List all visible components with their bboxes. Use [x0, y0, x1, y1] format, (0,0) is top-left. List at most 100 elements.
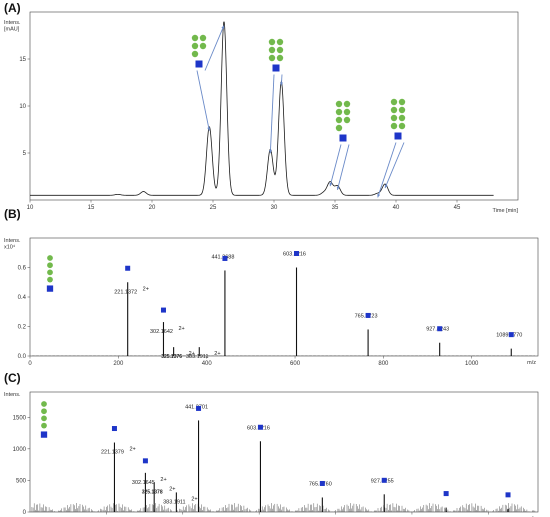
glycan-man7 — [335, 100, 351, 142]
peak-label: 221.1379 — [101, 450, 124, 456]
annotation-arrow — [384, 142, 405, 189]
mannose-residue — [276, 46, 284, 54]
glycan-intact — [40, 401, 48, 438]
glcnac-residue — [40, 431, 48, 438]
peak-label: 325.1376 — [161, 354, 182, 360]
annotation-arrow — [329, 144, 342, 187]
x-axis-label: m/z — [527, 360, 536, 366]
mannose-residue — [276, 54, 284, 62]
peak-label: 302.1642 — [150, 329, 173, 335]
mannose-residue — [343, 108, 351, 116]
x-tick-label: 35 — [332, 205, 339, 211]
panel-letter: (B) — [4, 207, 21, 221]
x-tick-label: 0 — [28, 361, 32, 367]
mannose-residue — [191, 50, 199, 58]
mannose-residue — [335, 124, 343, 132]
glcnac-residue — [394, 132, 402, 140]
glcnac-residue — [195, 60, 203, 68]
charge-label: 2+ — [189, 351, 195, 357]
glcnac-residue — [508, 332, 514, 338]
x-tick-label: 400 — [202, 361, 213, 367]
mannose-residue — [41, 408, 47, 415]
annotation-arrow — [204, 25, 225, 71]
annotation-arrow — [196, 70, 210, 131]
glcnac-residue — [339, 134, 347, 142]
glcnac-residue — [257, 424, 263, 430]
y-tick-label: 1000 — [13, 447, 27, 453]
peak-glycan-icon — [196, 405, 202, 411]
mannose-residue — [47, 262, 53, 269]
peak-label: 221.1372 — [114, 289, 137, 295]
peak-glycan-icon — [111, 426, 117, 432]
annotation-arrow — [337, 144, 350, 191]
mannose-residue — [343, 116, 351, 124]
mannose-residue — [41, 401, 47, 407]
glcnac-residue — [142, 458, 148, 464]
glcnac-residue — [294, 251, 300, 256]
mannose-residue — [199, 34, 207, 42]
mannose-residue — [398, 98, 406, 106]
x-tick-label: 15 — [88, 205, 95, 211]
mannose-residue — [390, 114, 398, 122]
panel-c: (C)Intens.m/z200400600800100012000500100… — [4, 371, 539, 517]
peak-glycan-icon — [319, 480, 325, 486]
x-tick-label: 40 — [393, 205, 400, 211]
mannose-residue — [390, 98, 398, 106]
x-tick-label: 10 — [27, 205, 34, 211]
peak-glycan-icon — [381, 477, 387, 483]
y-tick-label: 0 — [23, 510, 27, 516]
x-tick-label: 25 — [210, 205, 217, 211]
peak-glycan-icon — [160, 307, 166, 313]
mannose-residue — [47, 276, 53, 283]
mannose-residue — [268, 38, 276, 46]
annotation-arrow-head — [207, 127, 211, 131]
mannose-residue — [47, 255, 53, 261]
glcnac-residue — [272, 64, 280, 72]
peak-glycan-icon — [142, 458, 148, 464]
y-axis-label: Intens. — [4, 238, 21, 244]
charge-label: 2+ — [191, 496, 197, 502]
peak-glycan-icon — [508, 332, 514, 338]
glcnac-residue — [319, 480, 325, 486]
mannose-residue — [191, 42, 199, 50]
annotation-arrow-head — [279, 82, 284, 86]
peak-label: 302.1645 — [132, 480, 155, 486]
mannose-residue — [335, 100, 343, 108]
mannose-residue — [398, 106, 406, 114]
y-tick-label: 0.4 — [18, 295, 27, 301]
mannose-residue — [276, 38, 284, 46]
glycan-intact — [46, 255, 54, 292]
y-tick-label: 15 — [19, 57, 26, 63]
y-axis-label: x10⁴ — [4, 244, 16, 251]
mannose-residue — [41, 415, 47, 422]
mannose-residue — [390, 106, 398, 114]
glcnac-residue — [365, 312, 371, 318]
charge-label: 2+ — [178, 326, 184, 332]
glcnac-residue — [505, 492, 511, 498]
peak-glycan-icon — [443, 491, 449, 497]
peak-glycan-icon — [437, 326, 443, 332]
glcnac-residue — [222, 255, 228, 261]
charge-label: 2+ — [160, 477, 166, 483]
annotation-arrow-head — [329, 182, 333, 187]
noise-floor — [31, 503, 536, 512]
peak-glycan-icon — [294, 251, 300, 256]
mannose-residue — [47, 269, 53, 276]
glcnac-residue — [381, 477, 387, 483]
y-tick-label: 500 — [16, 478, 27, 484]
panel-letter: (A) — [4, 1, 21, 15]
x-tick-label: 20 — [149, 205, 156, 211]
glycan-man5 — [191, 34, 207, 68]
glcnac-residue — [437, 326, 443, 332]
y-tick-label: 10 — [19, 104, 26, 110]
mannose-residue — [343, 100, 351, 108]
annotation-arrow-head — [384, 184, 388, 189]
mannose-residue — [398, 114, 406, 122]
charge-label: 2+ — [143, 286, 149, 292]
x-tick-label: 30 — [271, 205, 278, 211]
glcnac-residue — [443, 491, 449, 497]
mannose-residue — [335, 116, 343, 124]
